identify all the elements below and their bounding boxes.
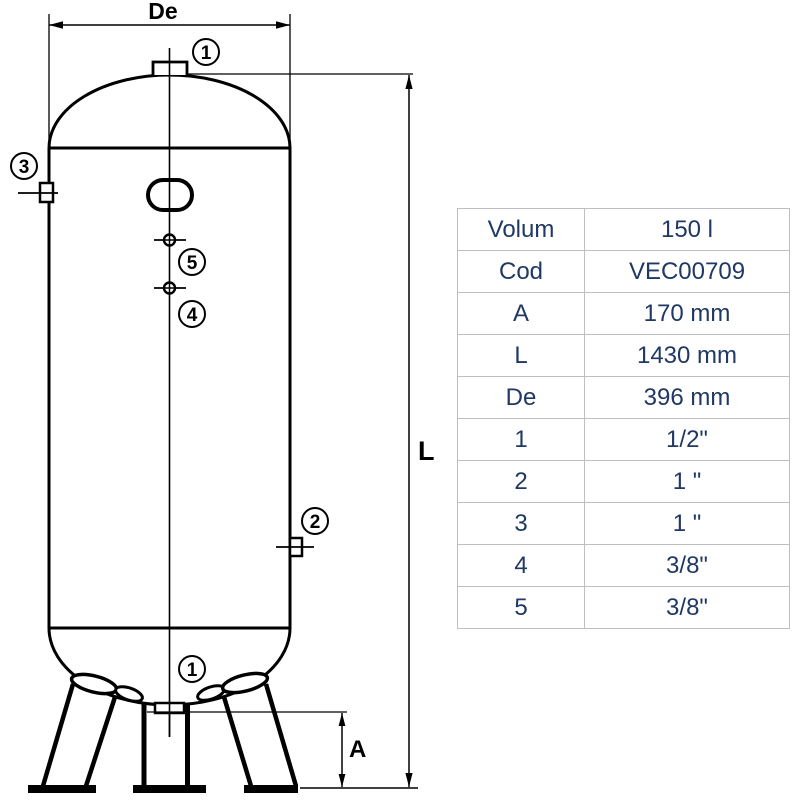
right-leg-saddle-large <box>220 671 270 695</box>
arrow-right-icon <box>276 21 290 29</box>
left-foot-plate <box>28 785 96 793</box>
spec-label: L <box>458 334 584 376</box>
spec-label: De <box>458 376 584 418</box>
dimension-de <box>48 14 291 146</box>
callout-numbers: 1 3 5 4 2 1 <box>19 43 321 681</box>
spec-label: 4 <box>458 544 584 586</box>
callout-center-lower-port <box>178 300 206 328</box>
a-dimension-label: A <box>349 736 366 763</box>
dimension-a <box>147 711 418 789</box>
callout-bottom-port <box>178 655 206 683</box>
spec-value: 1/2" <box>584 418 789 460</box>
support-legs <box>28 671 299 793</box>
svg-text:5: 5 <box>187 253 198 274</box>
arrow-down-icon <box>405 773 413 787</box>
left-leg-saddle-small <box>114 685 144 703</box>
svg-text:1: 1 <box>201 43 212 64</box>
svg-text:3: 3 <box>19 157 30 178</box>
left-side-port <box>18 181 58 204</box>
spec-value: 150 l <box>584 209 789 250</box>
arrow-up-icon <box>338 713 346 726</box>
callout-right-side-port <box>301 507 329 535</box>
left-leg-saddle-large <box>69 672 119 696</box>
right-foot-plate <box>244 785 298 793</box>
de-dimension-label: De <box>148 0 177 24</box>
spec-value: 3/8" <box>584 544 789 586</box>
spec-label: Cod <box>458 250 584 292</box>
center-foot-plate <box>133 785 206 793</box>
spec-table: Volum 150 l Cod VEC00709 A 170 mm L 1430… <box>457 208 790 629</box>
arrow-up-icon <box>405 75 413 89</box>
spec-label: A <box>458 292 584 334</box>
l-dimension-label: L <box>418 436 435 466</box>
right-side-port <box>276 536 314 558</box>
spec-label: 1 <box>458 418 584 460</box>
spec-label: 2 <box>458 460 584 502</box>
callout-balloons <box>10 38 329 683</box>
callout-center-upper-port <box>178 248 206 276</box>
spec-label: 5 <box>458 586 584 628</box>
spec-value: VEC00709 <box>584 250 789 292</box>
spec-label: Volum <box>487 215 555 243</box>
arrow-down-icon <box>338 774 346 787</box>
svg-text:1: 1 <box>187 660 198 681</box>
spec-label: 3 <box>458 502 584 544</box>
spec-value: 1 " <box>584 502 789 544</box>
svg-text:4: 4 <box>187 305 198 326</box>
center-upper-port <box>154 233 186 247</box>
dimension-l <box>187 73 413 787</box>
spec-value: 1 " <box>584 460 789 502</box>
callout-top-port <box>192 38 220 66</box>
svg-text:2: 2 <box>310 512 321 533</box>
arrow-left-icon <box>49 21 63 29</box>
center-lower-port <box>154 281 186 295</box>
spec-value: 1430 mm <box>584 334 789 376</box>
callout-left-side-port <box>10 152 38 180</box>
spec-value: 3/8" <box>584 586 789 628</box>
spec-value: 396 mm <box>584 376 789 418</box>
spec-value: 170 mm <box>584 292 789 334</box>
